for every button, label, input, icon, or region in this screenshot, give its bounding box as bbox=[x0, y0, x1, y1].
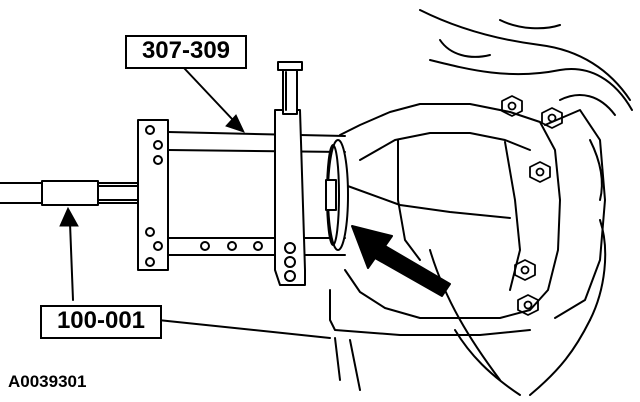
pointer-arrowheads bbox=[59, 114, 245, 227]
arrowhead-bottom bbox=[59, 206, 79, 227]
large-indicator-arrow bbox=[351, 225, 451, 297]
axle-shaft bbox=[0, 180, 141, 206]
callout-label-100-001: 100-001 bbox=[40, 305, 162, 339]
axle-housing bbox=[329, 103, 606, 391]
arrowhead-top bbox=[225, 114, 245, 133]
puller-tool bbox=[137, 61, 349, 286]
leader-lines bbox=[69, 67, 331, 339]
vehicle-structure-background bbox=[419, 9, 633, 396]
callout-label-307-309: 307-309 bbox=[125, 35, 247, 69]
figure-id: A0039301 bbox=[8, 372, 87, 391]
flange-bolts bbox=[501, 95, 563, 316]
